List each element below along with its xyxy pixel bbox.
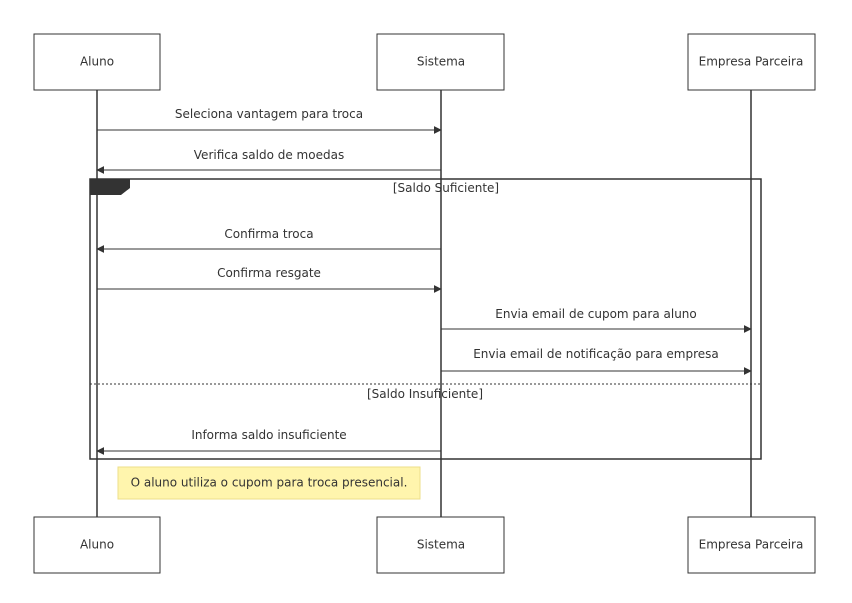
message-label: Seleciona vantagem para troca <box>175 107 363 121</box>
message-label: Confirma troca <box>224 227 313 241</box>
actor-aluno-top: Aluno <box>33 33 161 91</box>
actor-label: Aluno <box>80 55 114 69</box>
message-1: Seleciona vantagem para troca <box>97 107 442 134</box>
actor-label: Empresa Parceira <box>699 55 804 69</box>
actor-label: Sistema <box>417 55 465 69</box>
actor-sistema-top: Sistema <box>376 33 505 91</box>
alt-frame: [Saldo Suficiente] [Saldo Insuficiente] <box>89 178 762 460</box>
actor-label: Sistema <box>417 538 465 552</box>
message-4: Confirma resgate <box>97 266 442 293</box>
actor-empresa-top: Empresa Parceira <box>687 33 816 91</box>
actor-empresa-bottom: Empresa Parceira <box>687 516 816 574</box>
message-label: Envia email de notificação para empresa <box>473 347 719 361</box>
message-3: Confirma troca <box>96 227 441 253</box>
message-5: Envia email de cupom para aluno <box>441 307 752 333</box>
message-label: Informa saldo insuficiente <box>191 428 346 442</box>
message-6: Envia email de notificação para empresa <box>441 347 752 375</box>
actor-label: Empresa Parceira <box>699 538 804 552</box>
message-label: Confirma resgate <box>217 266 321 280</box>
actor-label: Aluno <box>80 538 114 552</box>
message-label: Verifica saldo de moedas <box>194 148 344 162</box>
note-text: O aluno utiliza o cupom para troca prese… <box>131 476 408 490</box>
actor-aluno-bottom: Aluno <box>33 516 161 574</box>
note: O aluno utiliza o cupom para troca prese… <box>117 466 421 500</box>
message-label: Envia email de cupom para aluno <box>495 307 697 321</box>
actor-sistema-bottom: Sistema <box>376 516 505 574</box>
frame-tab <box>90 179 130 195</box>
message-2: Verifica saldo de moedas <box>96 148 441 174</box>
alt-condition-1: [Saldo Suficiente] <box>393 181 499 195</box>
message-7: Informa saldo insuficiente <box>96 428 441 455</box>
alt-condition-2: [Saldo Insuficiente] <box>367 387 483 401</box>
